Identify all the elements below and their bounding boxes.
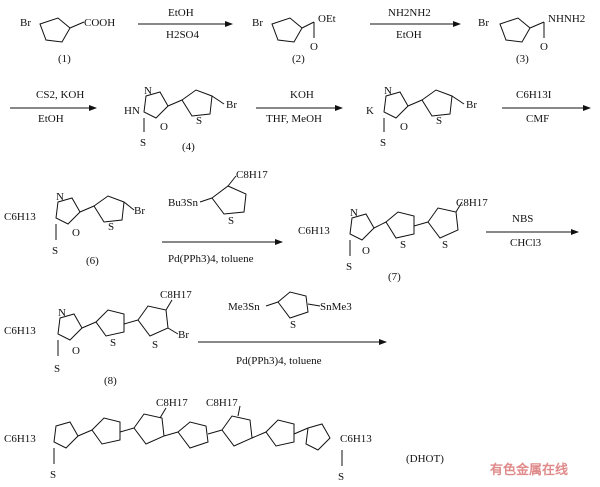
c7-oct: C8H17 (456, 197, 488, 209)
r4-top: KOH (290, 89, 314, 101)
c6-s: S (52, 245, 58, 257)
dhot-oct-2: C8H17 (206, 397, 238, 409)
r3-bot: EtOH (38, 113, 64, 125)
dhot-label: (DHOT) (406, 453, 444, 465)
r8-me3sn: Me3Sn (228, 301, 260, 313)
reaction-arrow-7: NBS CHCl3 (486, 213, 579, 249)
c4-hn: HN (124, 105, 140, 117)
r5-bot: CMF (526, 113, 549, 125)
compound-6: C6H13 N O S S Br (6) (4, 191, 145, 267)
c7-n: N (350, 207, 358, 219)
r8-ring-s: S (290, 319, 296, 331)
compound-4: N HN O S S Br (4) (124, 85, 237, 153)
r8-bot: Pd(PPh3)4, toluene (236, 355, 322, 367)
compound-8: C6H13 N O S S S C8H17 Br (8) (4, 289, 192, 387)
r5-top: C6H13I (516, 89, 552, 101)
compound-1: Br COOH (1) (20, 17, 115, 65)
bis-stannyl-thiophene-reagent: Me3Sn S SnMe3 Pd(PPh3)4, toluene (228, 291, 352, 367)
dhot-hex-right: C6H13 (340, 433, 372, 445)
c5-br: Br (466, 99, 477, 111)
reaction-arrow-2: NH2NH2 EtOH (370, 7, 461, 41)
r6-oct: C8H17 (236, 169, 268, 181)
compound-2: Br O OEt (2) (252, 13, 336, 65)
dhot-s-left: S (50, 469, 56, 481)
c5-o: O (400, 121, 408, 133)
c8-n: N (58, 307, 66, 319)
c6-n: N (56, 191, 64, 203)
c2-br: Br (252, 17, 263, 29)
c1-cooh: COOH (84, 17, 115, 29)
dhot-hex-left: C6H13 (4, 433, 36, 445)
c1-number: (1) (58, 53, 71, 65)
reaction-arrow-3: CS2, KOH EtOH (10, 89, 97, 125)
r7-top: NBS (512, 213, 533, 225)
c6-br: Br (134, 205, 145, 217)
c8-o: O (72, 345, 80, 357)
c7-o: O (362, 245, 370, 257)
c4-br: Br (226, 99, 237, 111)
c6-o: O (72, 227, 80, 239)
c8-oct: C8H17 (160, 289, 192, 301)
c3-br: Br (478, 17, 489, 29)
stannyl-thiophene-reagent: Bu3Sn S C8H17 Pd(PPh3)4, toluene (168, 169, 268, 265)
c4-n: N (144, 85, 152, 97)
r6-bu3sn: Bu3Sn (168, 197, 198, 209)
c5-n: N (384, 85, 392, 97)
r6-bot: Pd(PPh3)4, toluene (168, 253, 254, 265)
r7-bot: CHCl3 (510, 237, 542, 249)
compound-dhot: C6H13 S C8H17 C8H17 S C6H13 (DHOT) (4, 397, 444, 483)
c8-ring-s1: S (110, 337, 116, 349)
compound-3: Br O NHNH2 (3) (478, 13, 585, 65)
c8-hex: C6H13 (4, 325, 36, 337)
c7-hex: C6H13 (298, 225, 330, 237)
c3-nhnh2: NHNH2 (548, 13, 585, 25)
c7-number: (7) (388, 271, 401, 283)
c2-oet: OEt (318, 13, 336, 25)
compound-7: C6H13 N O S S S C8H17 (7) (298, 197, 488, 283)
c4-ring-s: S (196, 115, 202, 127)
dhot-oct-1: C8H17 (156, 397, 188, 409)
c1-br: Br (20, 17, 31, 29)
c7-ring-s2: S (442, 239, 448, 251)
reaction-arrow-5: C6H13I CMF (502, 89, 591, 125)
reaction-arrow-4: KOH THF, MeOH (256, 89, 343, 125)
c6-number: (6) (86, 255, 99, 267)
c5-k: K (366, 105, 374, 117)
c8-number: (8) (104, 375, 117, 387)
reaction-arrow-1: EtOH H2SO4 (138, 7, 233, 41)
c2-number: (2) (292, 53, 305, 65)
c3-oxo: O (540, 41, 548, 53)
c2-oxo: O (310, 41, 318, 53)
r1-bot: H2SO4 (166, 29, 200, 41)
c4-s: S (140, 137, 146, 149)
c4-o: O (160, 121, 168, 133)
c6-hex: C6H13 (4, 211, 36, 223)
r8-snme3: SnMe3 (320, 301, 352, 313)
c5-ring-s: S (436, 115, 442, 127)
r2-top: NH2NH2 (388, 7, 431, 19)
r6-ring-s: S (228, 215, 234, 227)
c4-number: (4) (182, 141, 195, 153)
c7-s: S (346, 261, 352, 273)
c6-ring-s: S (108, 221, 114, 233)
compound-5: N K O S S Br (366, 85, 477, 149)
c8-s: S (54, 363, 60, 375)
watermark: 有色金属在线 (490, 462, 568, 478)
r1-top: EtOH (168, 7, 194, 19)
r2-bot: EtOH (396, 29, 422, 41)
c8-br: Br (178, 329, 189, 341)
c8-ring-s2: S (152, 339, 158, 351)
r4-bot: THF, MeOH (266, 113, 322, 125)
dhot-s-right: S (338, 471, 344, 483)
r3-top: CS2, KOH (36, 89, 84, 101)
c5-s: S (380, 137, 386, 149)
c3-number: (3) (516, 53, 529, 65)
c7-ring-s1: S (400, 239, 406, 251)
